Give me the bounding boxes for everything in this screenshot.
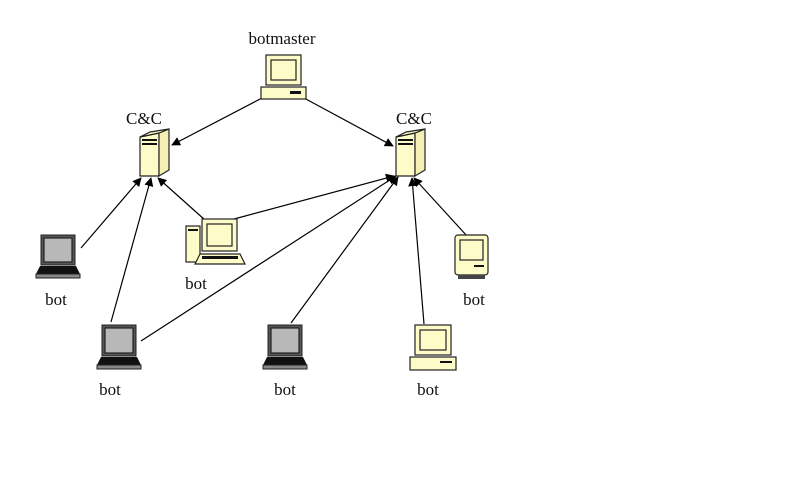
node-label: bot [274, 380, 296, 399]
node-label: bot [185, 274, 207, 293]
laptop-icon [262, 324, 308, 370]
node-label: C&C [126, 109, 162, 128]
node-bot4: bot [262, 324, 308, 399]
edges [80, 97, 468, 342]
node-bot3: bot [96, 324, 142, 399]
desktop-computer-icon [409, 324, 457, 371]
edge-botmaster-cc2 [303, 97, 394, 147]
node-label: bot [463, 290, 485, 309]
node-label: bot [417, 380, 439, 399]
server-tower-icon [139, 128, 170, 178]
node-label: C&C [396, 109, 432, 128]
node-bot6: bot [454, 234, 489, 309]
edge-botmaster-cc1 [171, 97, 263, 146]
node-label: bot [45, 290, 67, 309]
node-cc2: C&C [395, 109, 432, 178]
classic-mac-icon [454, 234, 489, 279]
laptop-icon [35, 234, 81, 279]
edge-bot5-cc2 [408, 177, 425, 325]
desktop-tower-computer-icon [185, 218, 246, 265]
edge-bot6-cc2 [413, 177, 468, 237]
edge-bot2-cc1 [157, 177, 206, 221]
edge-bot3-cc2 [140, 175, 397, 342]
desktop-computer-icon [260, 54, 307, 100]
node-bot2: bot [185, 218, 246, 293]
edge-bot4-cc2 [290, 176, 399, 324]
edge-bot1-cc1 [80, 177, 142, 249]
edge-bot2-cc2 [233, 173, 395, 220]
server-tower-icon [395, 128, 426, 178]
node-label: bot [99, 380, 121, 399]
laptop-icon [96, 324, 142, 370]
node-bot1: bot [35, 234, 81, 309]
node-botmaster: botmaster [248, 29, 316, 100]
edge-bot3-cc1 [110, 177, 154, 323]
node-bot5: bot [409, 324, 457, 399]
node-label: botmaster [248, 29, 315, 48]
node-cc1: C&C [126, 109, 170, 178]
